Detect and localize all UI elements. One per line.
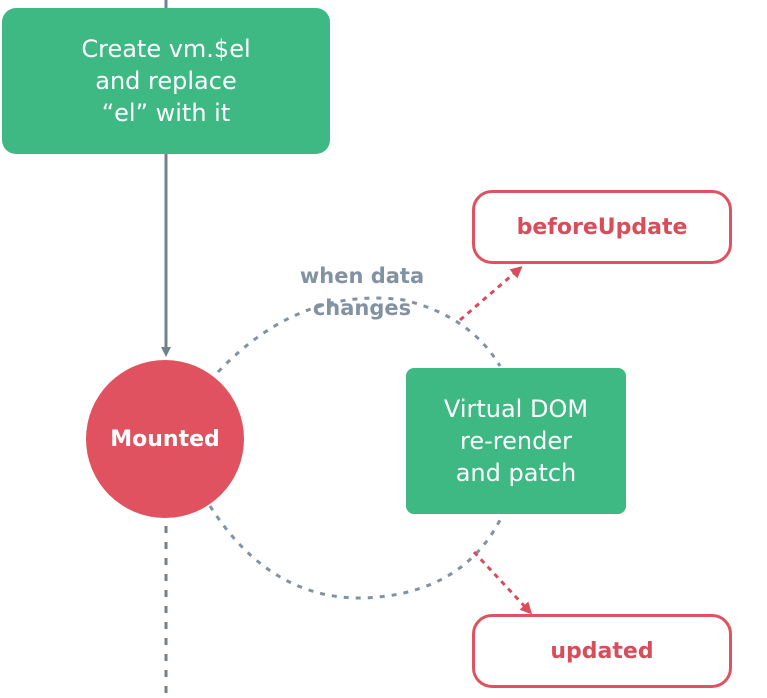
to-before-update-arrow	[459, 266, 523, 322]
before-update-label: beforeUpdate	[516, 214, 688, 240]
data-label-line-1: when data	[299, 264, 425, 288]
create-box-line-2: and replace	[95, 67, 237, 95]
when-data-changes-label: when data changes	[262, 260, 462, 324]
vdom-line-2: re-render	[460, 427, 572, 455]
data-label-line-2: changes	[312, 296, 412, 320]
create-box-line-3: “el” with it	[101, 99, 231, 127]
create-box-line-1: Create vm.$el	[81, 35, 251, 63]
update-loop-upper-arc	[216, 296, 502, 374]
updated-hook: updated	[472, 614, 732, 688]
create-vm-el-box: Create vm.$el and replace “el” with it	[2, 8, 330, 154]
updated-label: updated	[550, 638, 654, 664]
vdom-line-3: and patch	[455, 459, 577, 487]
before-update-hook: beforeUpdate	[472, 190, 732, 264]
vdom-line-1: Virtual DOM	[443, 395, 589, 423]
mounted-label: Mounted	[110, 426, 220, 452]
to-updated-arrow	[472, 550, 533, 615]
update-loop-lower-arc	[208, 505, 504, 600]
virtual-dom-box: Virtual DOM re-render and patch	[406, 368, 626, 514]
mounted-node: Mounted	[86, 360, 244, 518]
